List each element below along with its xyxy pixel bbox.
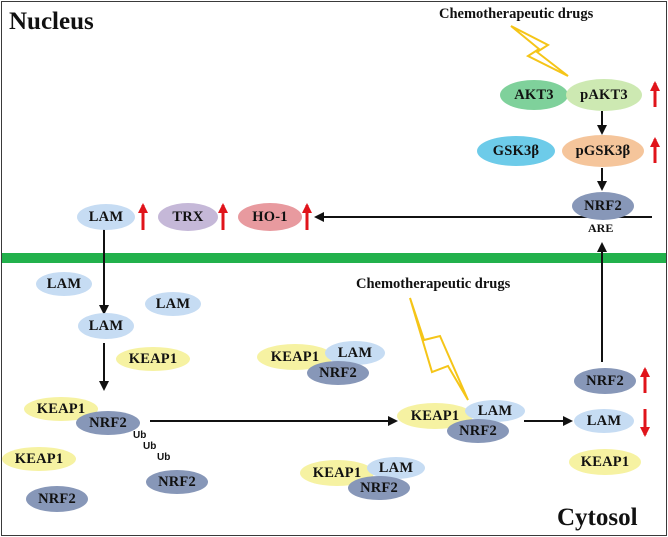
lam-node-nucleus: LAM (77, 204, 135, 230)
keap1-node: KEAP1 (569, 449, 641, 475)
trx-node: TRX (158, 203, 218, 231)
lam-node-cytosol: LAM (145, 292, 201, 316)
nrf2-node-free: NRF2 (146, 470, 208, 494)
ub-label: Ub (157, 452, 171, 463)
are-label: ARE (588, 221, 614, 235)
gsk3b-node: GSK3β (477, 136, 555, 166)
lam-node-cytosol: LAM (36, 272, 92, 296)
pgsk3b-node: pGSK3β (562, 135, 644, 167)
akt3-node: AKT3 (500, 80, 568, 110)
pakt3-node: pAKT3 (566, 79, 642, 111)
cytosol-label: Cytosol (557, 504, 638, 531)
nrf2-node-complex: NRF2 (447, 419, 509, 443)
nrf2-node-free: NRF2 (26, 486, 88, 512)
ub-label: Ub (143, 441, 157, 452)
ub-label: Ub (133, 430, 147, 441)
keap1-node: KEAP1 (116, 347, 190, 371)
nrf2-node-complex: NRF2 (307, 361, 369, 385)
lam-node-cytosol: LAM (78, 313, 134, 339)
lightning-icon (409, 297, 469, 401)
nrf2-node-nucleus: NRF2 (572, 192, 634, 220)
drugs-label-top: Chemotherapeutic drugs (439, 6, 594, 22)
keap1-node: KEAP1 (2, 447, 76, 471)
lam-node-complex: LAM (367, 457, 425, 479)
ho1-node: HO-1 (238, 203, 302, 231)
nrf2-node-complex: NRF2 (348, 476, 410, 500)
nuclear-membrane (2, 253, 666, 263)
nrf2-node-ubiquitinated: NRF2 (76, 411, 140, 435)
nucleus-label: Nucleus (9, 8, 94, 35)
lightning-icon (510, 25, 569, 77)
drugs-label-middle: Chemotherapeutic drugs (356, 276, 511, 292)
keap1-node: KEAP1 (257, 344, 333, 370)
lam-node-complex: LAM (465, 400, 525, 422)
nrf2-node-cytosol: NRF2 (574, 368, 636, 394)
lam-node-cytosol: LAM (574, 409, 634, 433)
